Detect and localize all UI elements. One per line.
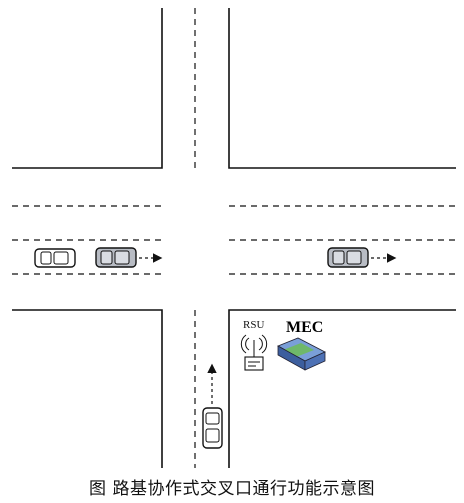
car-white-left: [34, 248, 76, 268]
figure-caption: 图 路基协作式交叉口通行功能示意图: [89, 479, 375, 499]
curb-bottom-right: [228, 309, 456, 468]
road-edges: [12, 8, 456, 468]
car-white-bottom: [202, 407, 223, 449]
lane-markings: [12, 8, 456, 468]
mec-server: MEC: [277, 319, 326, 371]
car-gray-left: [95, 247, 137, 268]
intersection-diagram: RSU MEC: [12, 8, 456, 468]
rsu-label: RSU: [243, 319, 264, 331]
rsu-device: RSU: [240, 319, 268, 371]
antenna-icon: [240, 334, 268, 371]
curb-top-right: [228, 8, 456, 169]
mec-label: MEC: [286, 319, 323, 336]
server-icon: [277, 337, 326, 371]
curb-top-left: [12, 8, 163, 169]
car-gray-right: [327, 247, 369, 268]
curb-bottom-left: [12, 309, 163, 468]
